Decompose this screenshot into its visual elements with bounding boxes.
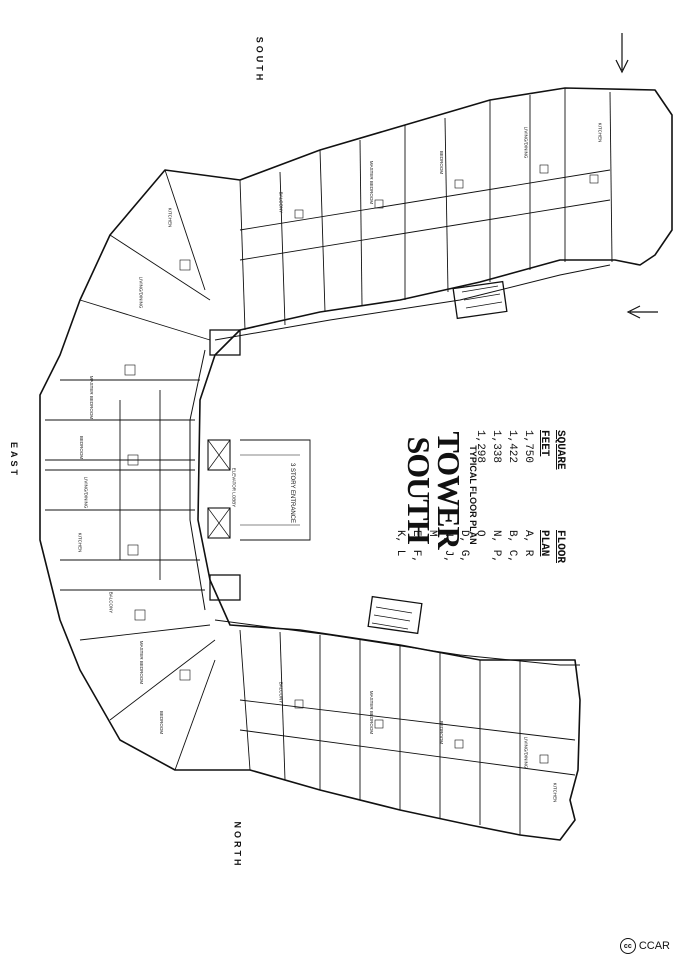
legend-sqft: 1,298 — [474, 430, 486, 464]
room-label: KITCHEN — [597, 122, 603, 143]
room-label: BALCONY — [278, 681, 284, 704]
south-label: SOUTH — [254, 36, 265, 84]
north-label: NORTH — [232, 821, 243, 869]
room-label: BALCONY — [108, 591, 114, 614]
room-label: LIVING/DINING — [83, 476, 89, 509]
legend-row: E, F, K, L — [394, 530, 422, 564]
room-label: MASTER BEDROOM — [139, 640, 145, 685]
room-label: KITCHEN — [77, 532, 83, 553]
east-label: EAST — [9, 441, 20, 479]
building-outline — [39, 87, 673, 841]
room-label: KITCHEN — [552, 782, 558, 803]
cc-icon: cc — [619, 938, 636, 954]
room-label: MASTER BEDROOM — [89, 375, 95, 420]
legend-sqft: 1,338 — [490, 430, 502, 464]
room-label: BALCONY — [278, 191, 284, 214]
legend-sqft: 1,422 — [506, 430, 518, 464]
room-label: BEDROOM — [439, 150, 445, 175]
room-label: LIVING/DINING — [523, 736, 529, 769]
room-label: BEDROOM — [439, 720, 445, 745]
legend-row: B, C, N, P, Q — [474, 530, 518, 564]
square-feet-header: SQUARE FEET — [538, 430, 566, 470]
room-label: KITCHEN — [167, 207, 173, 228]
room-label: BEDROOM — [79, 435, 85, 460]
square-feet-column: SQUARE FEET 1,750 1,422 1,338 1,298 — [472, 430, 568, 470]
legend: FLOOR PLAN A, R B, C, N, P, Q D, G, H, J… — [394, 430, 568, 620]
legend-row: A, R — [522, 530, 534, 557]
floor-plan-header: FLOOR PLAN — [538, 530, 566, 564]
room-label: MASTER BEDROOM — [369, 160, 375, 205]
room-label: MASTER BEDROOM — [369, 690, 375, 735]
room-label: LIVING/DINING — [138, 276, 144, 309]
legend-row: D, G, H, J, M — [426, 530, 470, 564]
entrance-label: 3 STORY ENTRANCE — [289, 462, 296, 524]
legend-sqft: 1,750 — [522, 430, 534, 464]
elevator-lobby-label: ELEVATOR LOBBY — [231, 467, 237, 508]
floor-plan-column: FLOOR PLAN A, R B, C, N, P, Q D, G, H, J… — [392, 530, 568, 563]
room-label: LIVING/DINING — [523, 126, 529, 159]
ccar-watermark: cc CCAR — [619, 938, 670, 954]
room-label: BEDROOM — [159, 710, 165, 735]
